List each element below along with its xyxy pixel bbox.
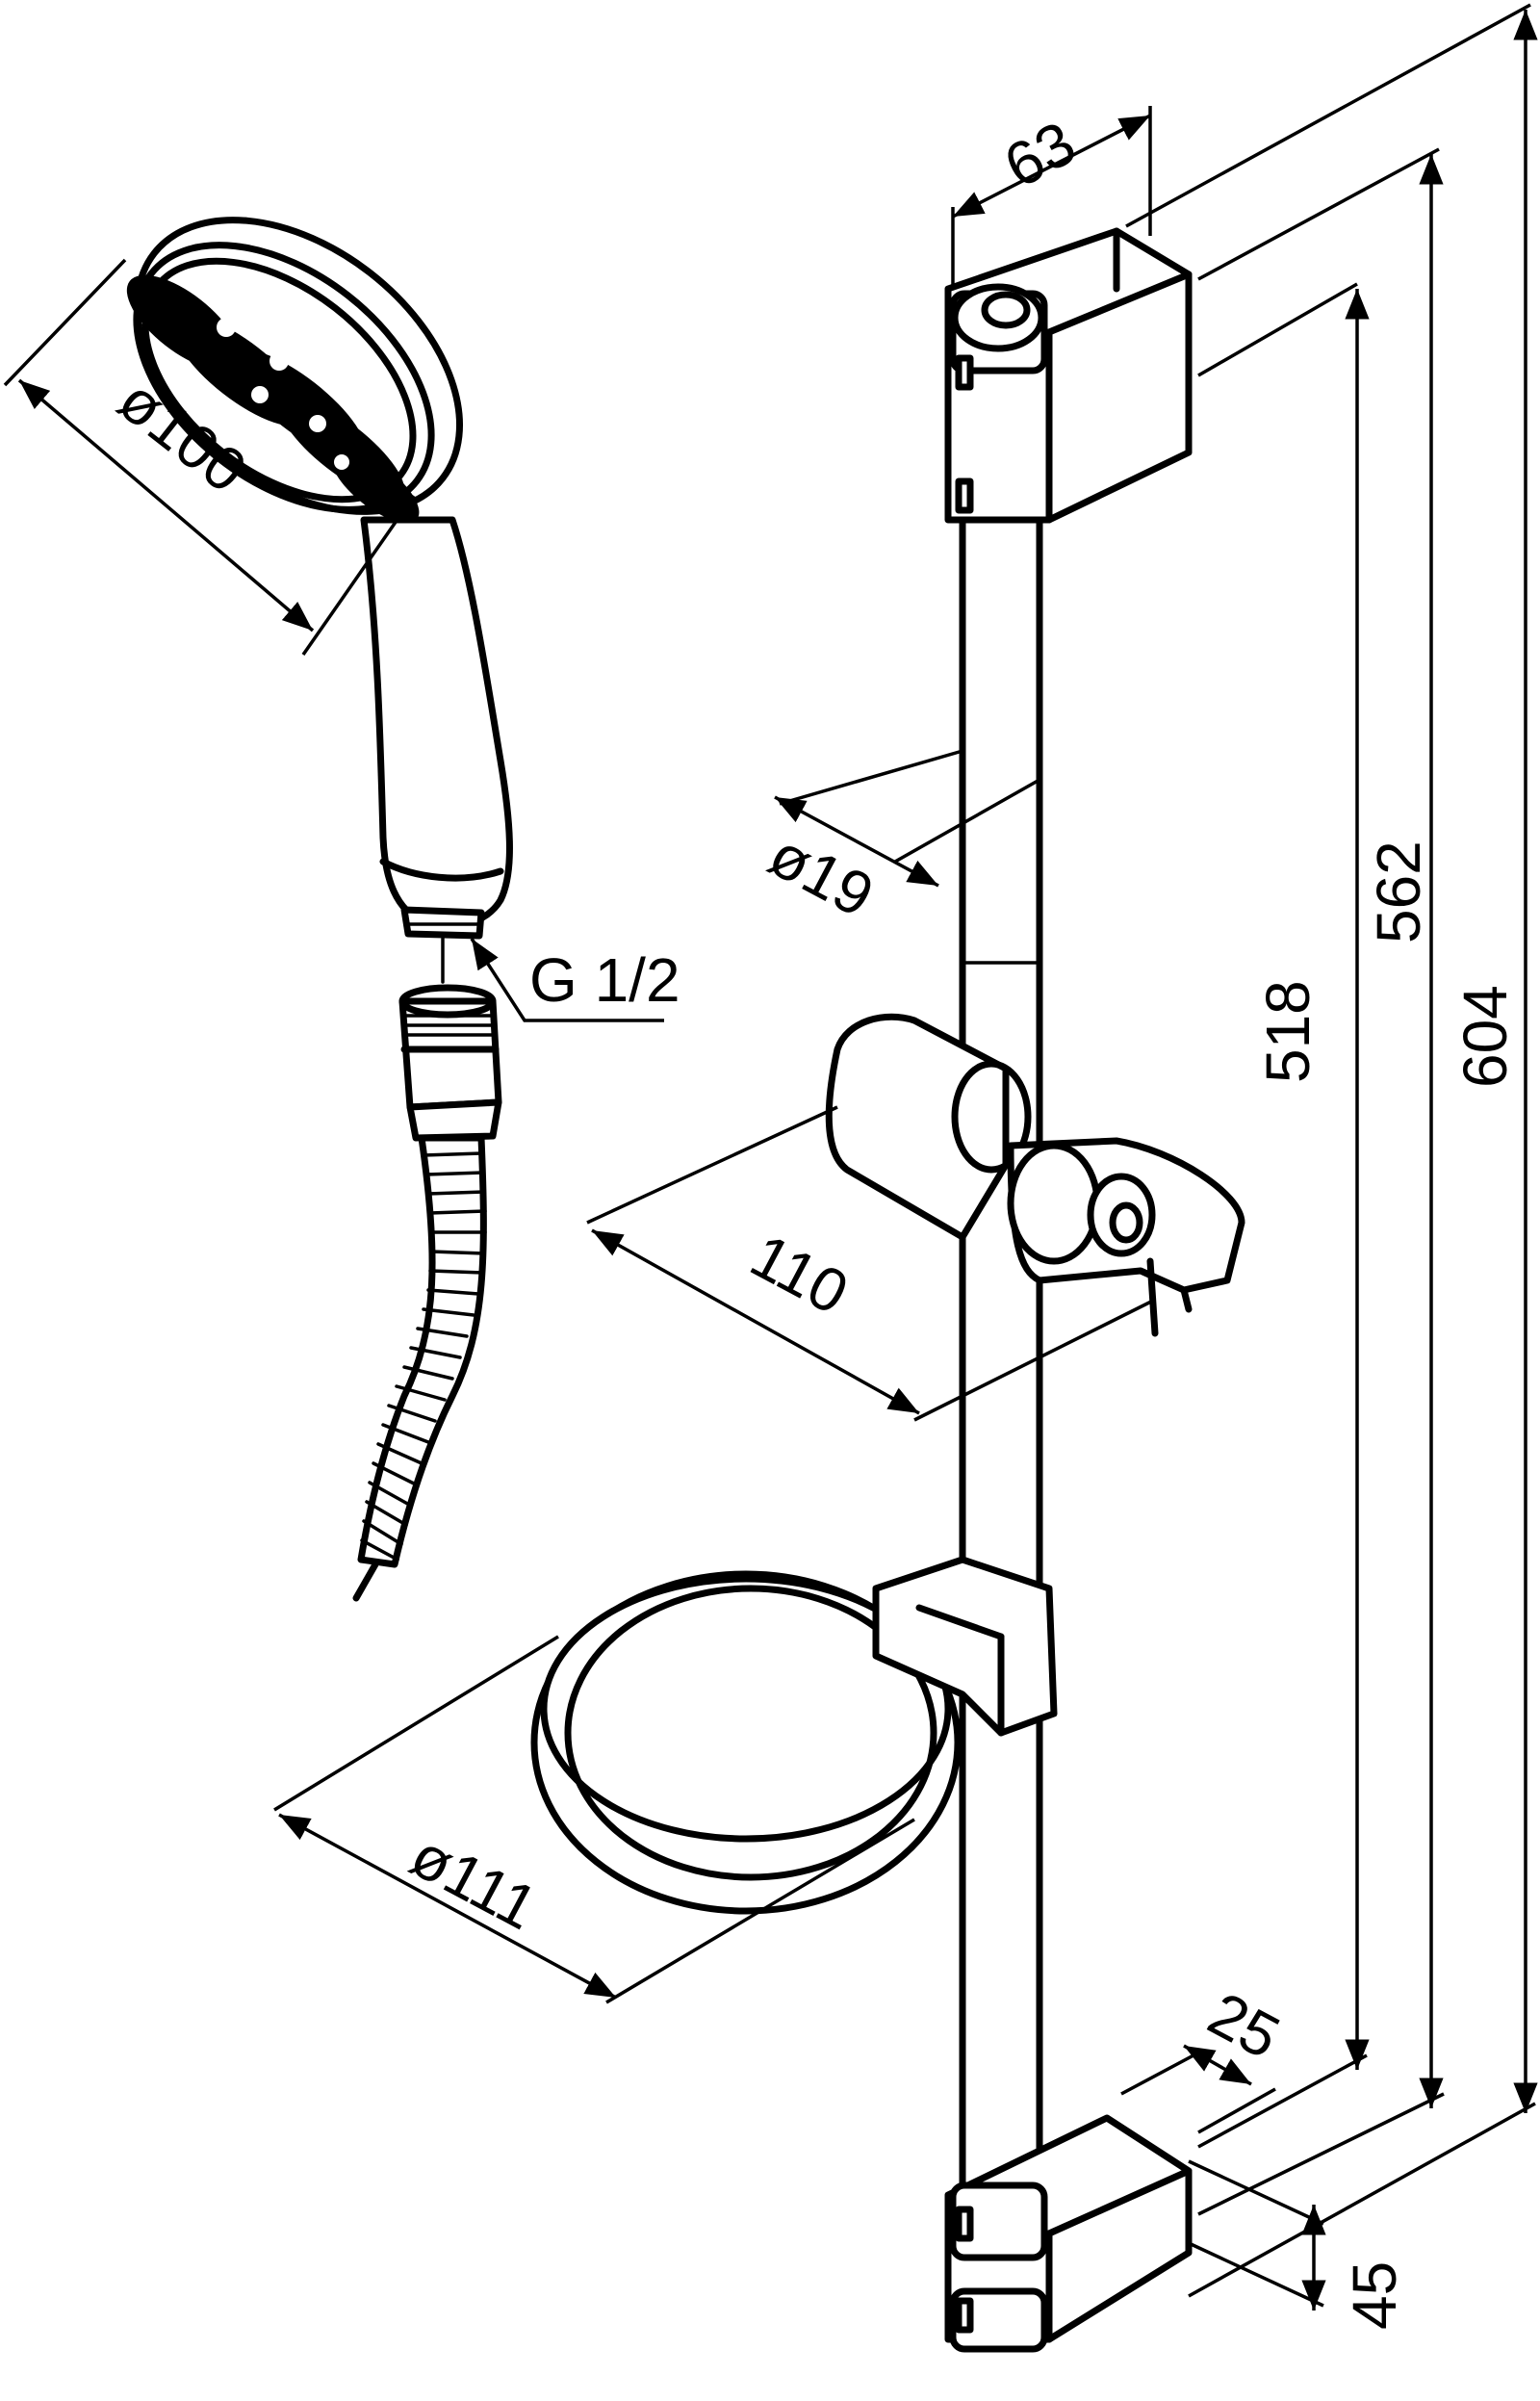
bracket-width-label: 25	[1197, 1978, 1291, 2072]
bar-diameter-label: ø19	[758, 819, 885, 930]
bottom-wall-bracket	[944, 2114, 1193, 2353]
length-middle-label: 562	[1364, 840, 1433, 943]
dimension-lines	[3, 3, 1538, 2311]
bracket-height-label: 45	[1340, 2261, 1409, 2330]
shower-hose	[352, 984, 502, 1602]
holder-projection-label: 110	[740, 1221, 860, 1328]
length-overall-label: 604	[1450, 985, 1520, 1088]
thread-label: G 1/2	[529, 945, 680, 1015]
length-inner-label: 518	[1253, 980, 1322, 1083]
soap-dish	[530, 1556, 1058, 1915]
top-wall-bracket	[944, 227, 1193, 524]
soap-dish-diameter-label: ø111	[399, 1820, 548, 1944]
hand-shower	[126, 217, 513, 984]
shower-holder	[825, 1013, 1245, 1337]
